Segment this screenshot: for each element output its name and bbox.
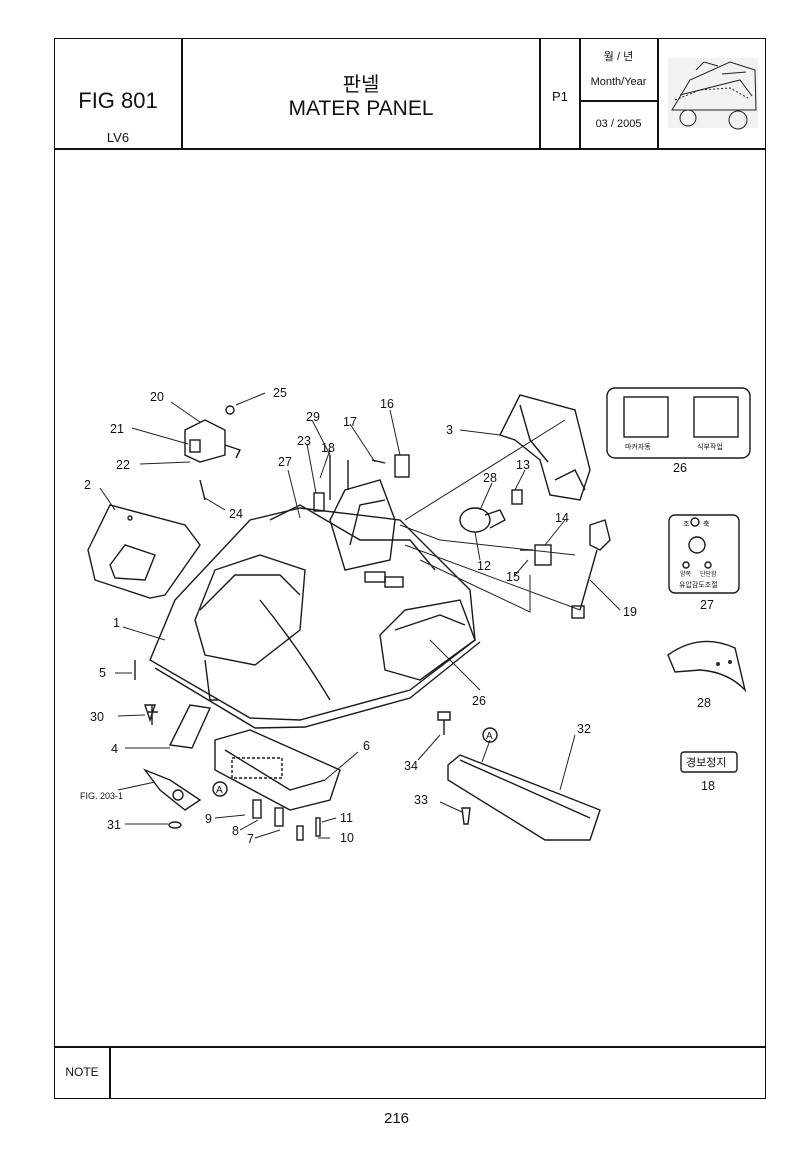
callout-26a: 26 — [472, 694, 486, 708]
decal-26-left-text: 마커자동 — [625, 442, 651, 451]
decal-18: 경보정지 — [680, 751, 738, 773]
decal-26: 마커자동 식부작업 — [606, 387, 751, 459]
callout-26b: 26 — [673, 461, 687, 475]
model-code: LV6 — [106, 130, 130, 145]
callout-2: 2 — [84, 478, 91, 492]
marker-a-left: A — [216, 785, 223, 796]
callout-23: 23 — [297, 434, 311, 448]
fasteners — [144, 704, 471, 825]
callout-19: 19 — [623, 605, 637, 619]
header-bottom-line — [54, 148, 766, 150]
header-divider-2 — [539, 38, 541, 149]
callout-31: 31 — [107, 818, 121, 832]
decal-27-top-text: 조 — [683, 520, 690, 528]
callout-30: 30 — [90, 710, 104, 724]
title-english: MATER PANEL — [288, 97, 434, 120]
callout-20: 20 — [150, 390, 164, 404]
decal-27-bottom-text: 유압감도조절 — [679, 581, 718, 589]
marker-a-right: A — [486, 731, 493, 742]
callout-34: 34 — [404, 759, 418, 773]
page-frame — [54, 38, 766, 1099]
header-divider-3 — [579, 38, 581, 149]
machine-thumbnail — [668, 58, 758, 130]
callout-28a: 28 — [483, 471, 497, 485]
reference-markers: A A — [212, 727, 498, 797]
month-year-korean: 월 / 년 — [603, 51, 634, 63]
callout-labels: 20 25 21 22 24 2 29 17 16 23 18 27 3 28 … — [80, 386, 715, 846]
decal-27: 조 축 양쪽 단단함 유압감도조절 — [668, 514, 740, 594]
cover-plate — [87, 504, 201, 599]
callout-7: 7 — [247, 832, 254, 846]
side-cover — [499, 394, 591, 501]
page-label: P1 — [552, 89, 568, 104]
callout-13: 13 — [516, 458, 530, 472]
callout-32: 32 — [577, 722, 591, 736]
callout-12: 12 — [477, 559, 491, 573]
callout-9: 9 — [205, 812, 212, 826]
decal-27-right-text: 단단함 — [700, 570, 717, 578]
callout-29: 29 — [306, 410, 320, 424]
callout-3: 3 — [446, 423, 453, 437]
mounting-bracket — [134, 660, 212, 829]
callout-27b: 27 — [700, 598, 714, 612]
callout-5: 5 — [99, 666, 106, 680]
header-divider-4 — [657, 38, 659, 149]
decal-27-left-text: 양쪽 — [680, 570, 692, 578]
switch-components — [313, 454, 611, 619]
decal-28 — [667, 640, 747, 693]
callout-4: 4 — [111, 742, 118, 756]
callout-14: 14 — [555, 511, 569, 525]
callout-21: 21 — [110, 422, 124, 436]
callout-10: 10 — [340, 831, 354, 845]
decal-27-top-right-text: 축 — [703, 519, 710, 528]
callout-27a: 27 — [278, 455, 292, 469]
callout-6: 6 — [363, 739, 370, 753]
callout-28b: 28 — [697, 696, 711, 710]
title-korean: 판넬 — [342, 74, 380, 96]
revision-date: 03 / 2005 — [595, 118, 642, 130]
callout-18a: 18 — [321, 441, 335, 455]
fig-reference: FIG. 203-1 — [80, 791, 123, 801]
note-divider — [109, 1046, 111, 1099]
callout-33: 33 — [414, 793, 428, 807]
callout-8: 8 — [232, 824, 239, 838]
callout-1: 1 — [113, 616, 120, 630]
fig-number: FIG 801 — [78, 88, 158, 113]
storage-lid — [447, 754, 601, 841]
note-top-line — [54, 1046, 766, 1048]
callout-24: 24 — [229, 507, 243, 521]
callout-22: 22 — [116, 458, 130, 472]
header-divider-1 — [181, 38, 183, 149]
callout-15: 15 — [506, 570, 520, 584]
decal-18-text: 경보정지 — [686, 756, 726, 769]
master-panel-body — [149, 479, 481, 729]
leader-lines — [99, 392, 621, 839]
decal-26-right-text: 식부작업 — [697, 442, 723, 451]
callout-18b: 18 — [701, 779, 715, 793]
callout-16: 16 — [380, 397, 394, 411]
callout-11: 11 — [340, 811, 353, 825]
meter-cluster — [214, 729, 341, 841]
header-date-line — [579, 100, 658, 102]
page-number: 216 — [383, 1110, 410, 1127]
note-label: NOTE — [65, 1065, 99, 1079]
callout-17: 17 — [343, 415, 357, 429]
switch-bracket — [184, 405, 241, 501]
month-year-english: Month/Year — [590, 76, 647, 88]
callout-25: 25 — [273, 386, 287, 400]
